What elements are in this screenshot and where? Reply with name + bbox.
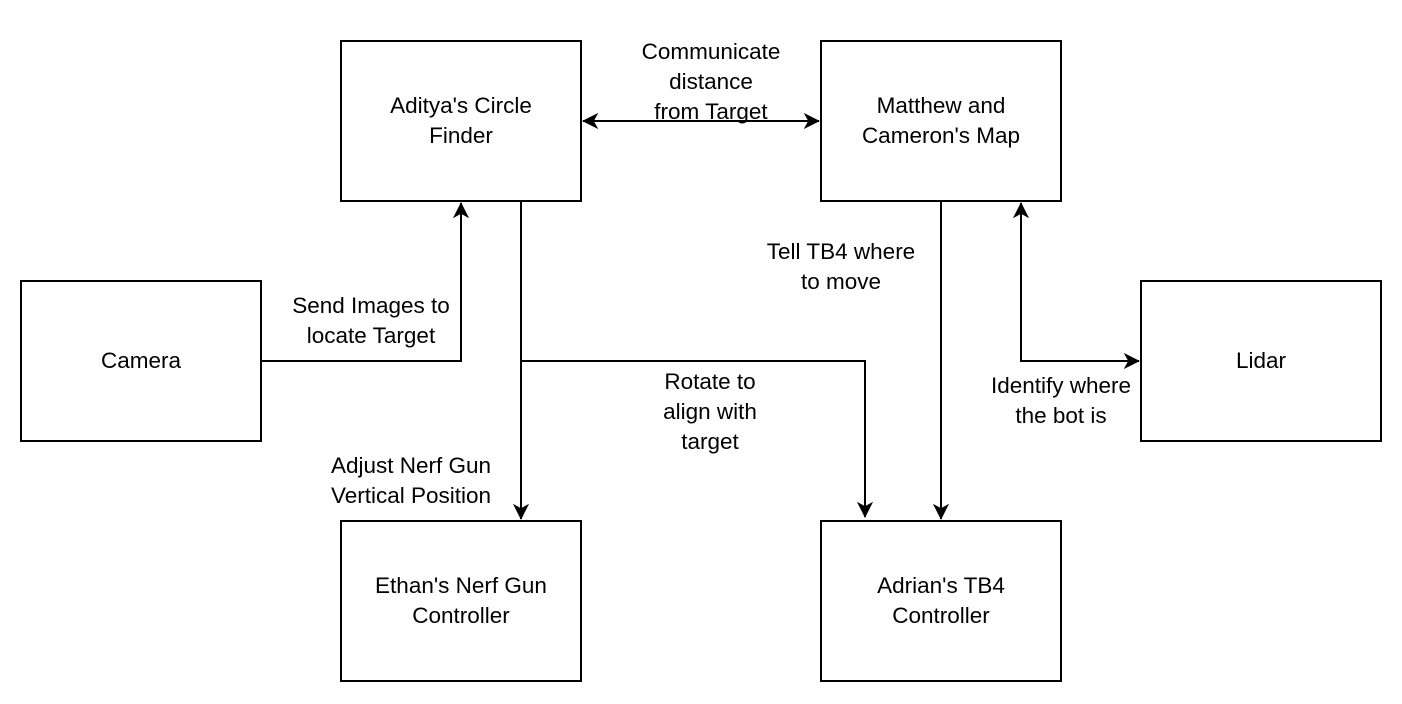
node-camera-label: Camera	[100, 348, 182, 373]
edge-circle-finder-tb4	[521, 360, 874, 518]
edge-label-communicate: Communicate distance from Target	[641, 39, 781, 124]
node-map-label: Matthew and Cameron's Map	[861, 93, 1021, 148]
node-tb4-controller: Adrian's TB4 Controller	[820, 520, 1062, 682]
node-camera: Camera	[20, 280, 262, 442]
edge-map-lidar	[1012, 202, 1140, 370]
edge-label-send-images: Send Images to locate Target	[292, 293, 450, 348]
node-map: Matthew and Cameron's Map	[820, 40, 1062, 202]
node-lidar: Lidar	[1140, 280, 1382, 442]
edge-label-adjust-nerf: Adjust Nerf Gun Vertical Position	[330, 453, 492, 508]
edge-label-identify: Identify where the bot is	[990, 373, 1132, 428]
node-tb4-controller-label: Adrian's TB4 Controller	[877, 573, 1005, 628]
node-nerf-controller: Ethan's Nerf Gun Controller	[340, 520, 582, 682]
node-circle-finder: Aditya's Circle Finder	[340, 40, 582, 202]
node-circle-finder-label: Aditya's Circle Finder	[390, 93, 532, 148]
edge-label-tell-tb4: Tell TB4 where to move	[766, 239, 916, 294]
edge-label-rotate: Rotate to align with target	[663, 369, 757, 454]
node-lidar-label: Lidar	[1235, 348, 1287, 373]
node-nerf-controller-label: Ethan's Nerf Gun Controller	[375, 573, 547, 628]
edge-camera-circle-finder	[262, 202, 470, 362]
